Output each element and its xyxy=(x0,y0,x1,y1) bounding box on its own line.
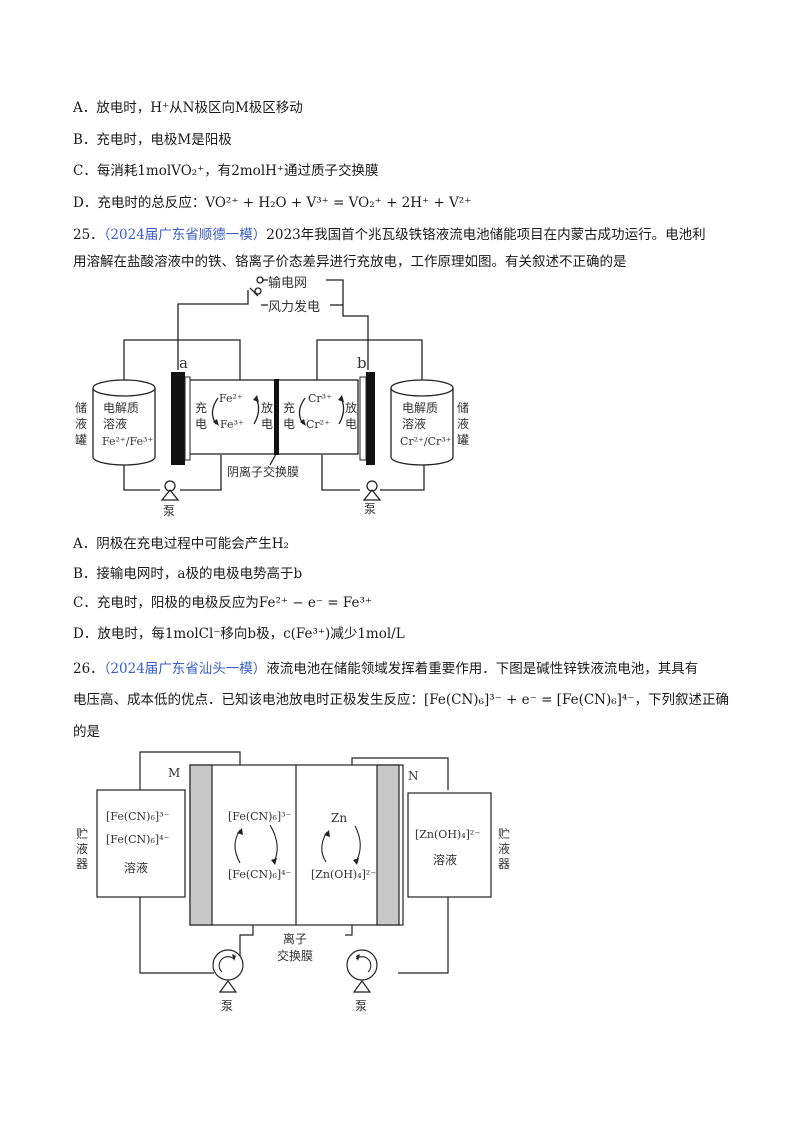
question-stem: 液流电池在储能领域发挥着重要作用．下图是碱性锌铁液流电池，其具有 xyxy=(266,661,699,677)
question-stem: 电压高、成本低的优点．已知该电池放电时正极发生反应：[Fe(CN)₆]³⁻ + … xyxy=(73,692,729,708)
ion-label: Fe²⁺ xyxy=(219,392,243,405)
question-source: （2024届广东省顺德一模） xyxy=(103,227,267,243)
option-label: B． xyxy=(73,132,97,148)
discharge-label: 放 xyxy=(261,400,273,415)
pump-icon xyxy=(212,949,378,993)
charge-label: 电 xyxy=(283,417,295,431)
side-label: 液 xyxy=(498,841,510,856)
option-label: A． xyxy=(73,100,97,116)
option-label: D． xyxy=(73,195,98,211)
option-label: A． xyxy=(73,536,97,552)
side-label: 罐 xyxy=(75,433,87,447)
grid-label: 输电网 xyxy=(268,275,307,291)
ion-label: [Zn(OH)₄]²⁻ xyxy=(311,868,376,881)
ion-label: Fe³⁺ xyxy=(220,418,244,431)
anion-exchange-membrane xyxy=(274,379,279,455)
side-label: 器 xyxy=(76,857,88,871)
pump-label: 泵 xyxy=(221,999,233,1013)
tank-label: 溶液 xyxy=(103,416,127,431)
option-text: 阴极在充电过程中可能会产生H₂ xyxy=(96,536,289,552)
discharge-label: 电 xyxy=(261,417,273,431)
option-text: 充电时，电极M是阳极 xyxy=(96,132,232,148)
tank-label: Cr²⁺/Cr³⁺ xyxy=(400,435,452,448)
question-stem: 的是 xyxy=(73,724,100,740)
side-label: 液 xyxy=(457,416,469,431)
tank-label: 电解质 xyxy=(103,401,139,415)
question-number: 25． xyxy=(73,227,104,243)
side-label: 器 xyxy=(498,857,510,871)
question-number: 26． xyxy=(73,661,104,677)
membrane-label: 交换膜 xyxy=(277,948,313,963)
option-label: C． xyxy=(73,163,97,179)
q25-option-d: D．放电时，每1molCl⁻移向b极，c(Fe³⁺)减少1mol/L xyxy=(73,624,405,644)
option-label: B． xyxy=(73,566,97,582)
wind-power-label: 风力发电 xyxy=(268,299,320,315)
q25-option-c: C．充电时，阳极的电极反应为Fe²⁺ − e⁻ = Fe³⁺ xyxy=(73,593,372,613)
option-text: 放电时，H⁺从N极区向M极区移动 xyxy=(96,100,303,116)
pump-label: 泵 xyxy=(163,504,175,518)
q24-option-a: A．放电时，H⁺从N极区向M极区移动 xyxy=(73,98,303,118)
q26-stem-line3: 的是 xyxy=(73,722,100,742)
electrode-n-label: N xyxy=(408,769,419,783)
electrode-b-label: b xyxy=(357,354,367,372)
option-text: 接输电网时，a极的电极电势高于b xyxy=(96,566,303,582)
side-label: 储 xyxy=(75,400,87,415)
q24-option-c: C．每消耗1molVO₂⁺，有2molH⁺通过质子交换膜 xyxy=(73,161,379,181)
charge-label: 电 xyxy=(195,417,207,431)
option-text: 充电时，阳极的电极反应为Fe²⁺ − e⁻ = Fe³⁺ xyxy=(96,595,373,611)
q25-stem-line1: 25．（2024届广东省顺德一模）2023年我国首个兆瓦级铁铬液流电池储能项目在… xyxy=(73,225,706,245)
ion-label: Cr²⁺ xyxy=(306,418,330,431)
option-label: C． xyxy=(73,595,97,611)
tank-label: 溶液 xyxy=(402,416,426,431)
side-label: 液 xyxy=(76,841,88,856)
ion-label: Zn xyxy=(331,811,347,825)
electrode-m xyxy=(189,764,213,926)
tank-label: 电解质 xyxy=(402,401,438,415)
option-text: 每消耗1molVO₂⁺，有2molH⁺通过质子交换膜 xyxy=(96,163,379,179)
side-label: 贮 xyxy=(76,826,88,841)
tank-label: 溶液 xyxy=(433,852,457,867)
ion-label: [Fe(CN)₆]³⁻ xyxy=(228,810,292,823)
q26-stem-line2: 电压高、成本低的优点．已知该电池放电时正极发生反应：[Fe(CN)₆]³⁻ + … xyxy=(73,690,729,710)
pump-label: 泵 xyxy=(364,502,376,516)
charge-label: 充 xyxy=(195,400,207,415)
electrode-m-label: M xyxy=(168,766,180,780)
side-label: 液 xyxy=(75,416,87,431)
q26-stem-line1: 26．（2024届广东省汕头一模）液流电池在储能领域发挥着重要作用．下图是碱性锌… xyxy=(73,659,698,679)
tank-label: 溶液 xyxy=(124,860,148,875)
pump-icon xyxy=(160,480,382,501)
electrode-a-label: a xyxy=(179,354,188,372)
discharge-label: 电 xyxy=(345,417,357,431)
option-label: D． xyxy=(73,626,98,642)
pump-label: 泵 xyxy=(355,999,367,1013)
side-label: 储 xyxy=(457,400,469,415)
left-reservoir xyxy=(96,789,186,898)
tank-label: Fe²⁺/Fe³⁺ xyxy=(102,435,153,448)
ion-label: Cr³⁺ xyxy=(308,392,332,405)
q25-stem-line2: 用溶解在盐酸溶液中的铁、铬离子价态差异进行充放电，工作原理如图。有关叙述不正确的… xyxy=(73,252,627,272)
tank-label: [Zn(OH)₄]²⁻ xyxy=(415,828,480,841)
tank-label: [Fe(CN)₆]³⁻ xyxy=(106,810,170,823)
discharge-label: 放 xyxy=(345,400,357,415)
question-stem: 2023年我国首个兆瓦级铁铬液流电池储能项目在内蒙古成功运行。电池利 xyxy=(266,227,706,243)
q24-option-d: D．充电时的总反应：VO²⁺ + H₂O + V³⁺ = VO₂⁺ + 2H⁺ … xyxy=(73,193,471,213)
q25-option-b: B．接输电网时，a极的电极电势高于b xyxy=(73,564,302,584)
question-source: （2024届广东省汕头一模） xyxy=(103,661,267,677)
option-text: 充电时的总反应：VO²⁺ + H₂O + V³⁺ = VO₂⁺ + 2H⁺ + … xyxy=(97,195,472,211)
electrode-n xyxy=(376,764,400,926)
question-stem: 用溶解在盐酸溶液中的铁、铬离子价态差异进行充放电，工作原理如图。有关叙述不正确的… xyxy=(73,254,627,270)
charge-label: 充 xyxy=(283,400,295,415)
q25-option-a: A．阴极在充电过程中可能会产生H₂ xyxy=(73,534,289,554)
membrane-label: 阴离子交换膜 xyxy=(227,464,299,479)
q24-option-b: B．充电时，电极M是阳极 xyxy=(73,130,232,150)
ion-label: [Fe(CN)₆]⁴⁻ xyxy=(228,868,292,881)
electrode-b xyxy=(366,372,375,465)
right-reservoir xyxy=(407,792,492,898)
side-label: 罐 xyxy=(457,433,469,447)
option-text: 放电时，每1molCl⁻移向b极，c(Fe³⁺)减少1mol/L xyxy=(97,626,405,642)
membrane-label: 离子 xyxy=(283,931,307,946)
tank-label: [Fe(CN)₆]⁴⁻ xyxy=(106,833,170,846)
side-label: 贮 xyxy=(498,826,510,841)
electrode-a xyxy=(171,372,185,465)
